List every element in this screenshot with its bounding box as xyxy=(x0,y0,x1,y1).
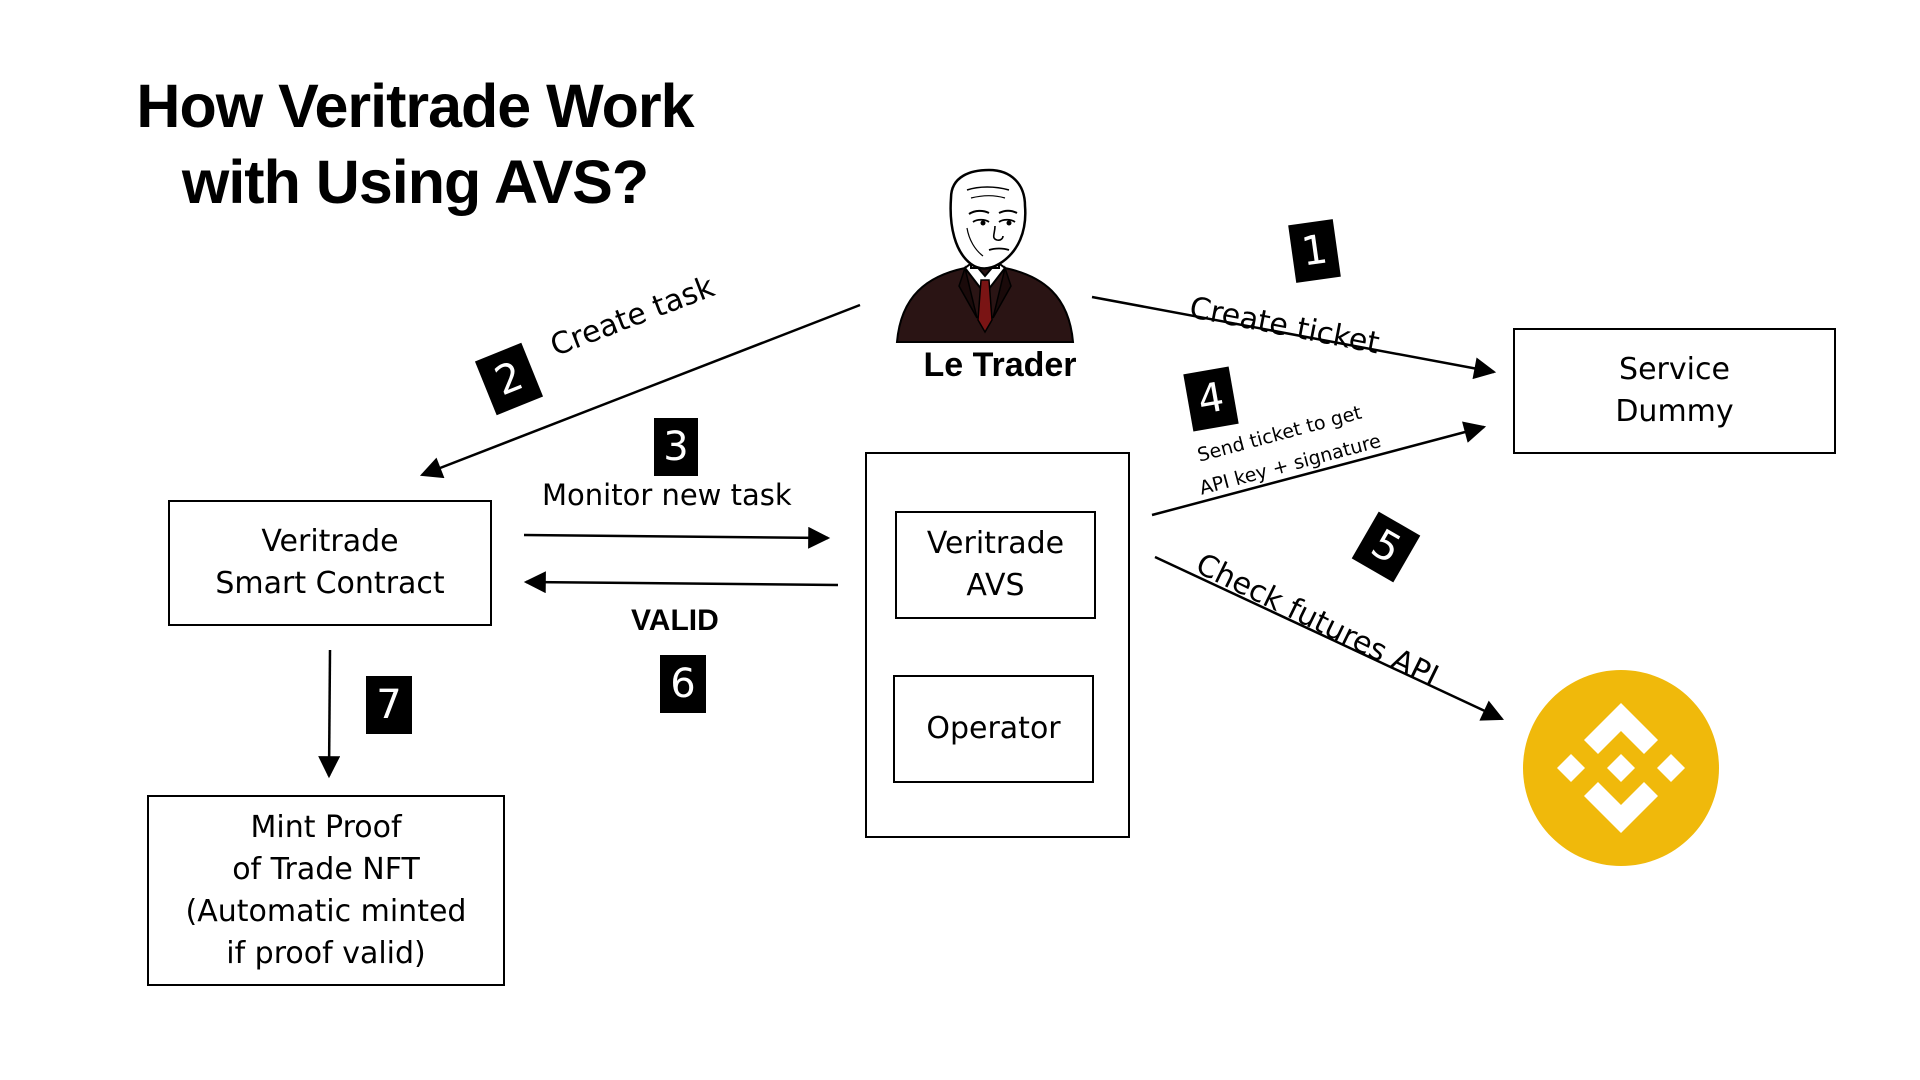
step-6-number: 6 xyxy=(670,661,696,707)
service-dummy-box: Service Dummy xyxy=(1513,328,1836,454)
mint-proof-box: Mint Proof of Trade NFT (Automatic minte… xyxy=(147,795,505,986)
step-5-number: 5 xyxy=(1363,520,1409,574)
arrow-avs-to-contract xyxy=(523,571,839,594)
step-6-badge: 6 xyxy=(660,655,706,713)
valid-label: VALID xyxy=(631,604,719,637)
mint-proof-label: Mint Proof of Trade NFT (Automatic minte… xyxy=(185,809,467,971)
title-line-1: How Veritrade Work xyxy=(136,72,694,140)
avs-container xyxy=(865,452,1130,838)
step-4-badge: 4 xyxy=(1183,366,1239,432)
step-3-number: 3 xyxy=(663,424,689,470)
step-4-number: 4 xyxy=(1194,374,1228,424)
arrow-contract-to-mint xyxy=(318,649,341,779)
arrow-avs-to-service xyxy=(1151,421,1487,517)
step-3-badge: 3 xyxy=(654,418,698,476)
step-7-number: 7 xyxy=(376,682,402,728)
page-title: How Veritrade Work with Using AVS? xyxy=(100,68,730,220)
operator-box: Operator xyxy=(893,675,1094,783)
step-3-label: Monitor new task xyxy=(542,478,792,512)
step-1-number: 1 xyxy=(1298,226,1331,276)
veritrade-avs-label: Veritrade AVS xyxy=(926,526,1065,603)
smart-contract-box: Veritrade Smart Contract xyxy=(168,500,492,626)
trader-name: Le Trader xyxy=(923,346,1077,384)
veritrade-avs-box: Veritrade AVS xyxy=(895,511,1096,619)
smart-contract-label: Veritrade Smart Contract xyxy=(215,524,445,601)
arrow-avs-to-binance xyxy=(1154,555,1504,721)
step-2-number: 2 xyxy=(488,352,530,406)
step-1-badge: 1 xyxy=(1288,219,1341,283)
service-dummy-label: Service Dummy xyxy=(1615,352,1734,429)
step-7-badge: 7 xyxy=(366,676,412,734)
binance-logo-icon xyxy=(1523,670,1719,866)
title-line-2: with Using AVS? xyxy=(181,148,649,216)
operator-label: Operator xyxy=(926,711,1061,746)
arrow-trader-to-service xyxy=(1091,295,1497,380)
trader-avatar-icon xyxy=(895,168,1075,343)
arrow-trader-to-contract xyxy=(419,303,861,479)
arrow-contract-to-avs xyxy=(523,526,831,549)
